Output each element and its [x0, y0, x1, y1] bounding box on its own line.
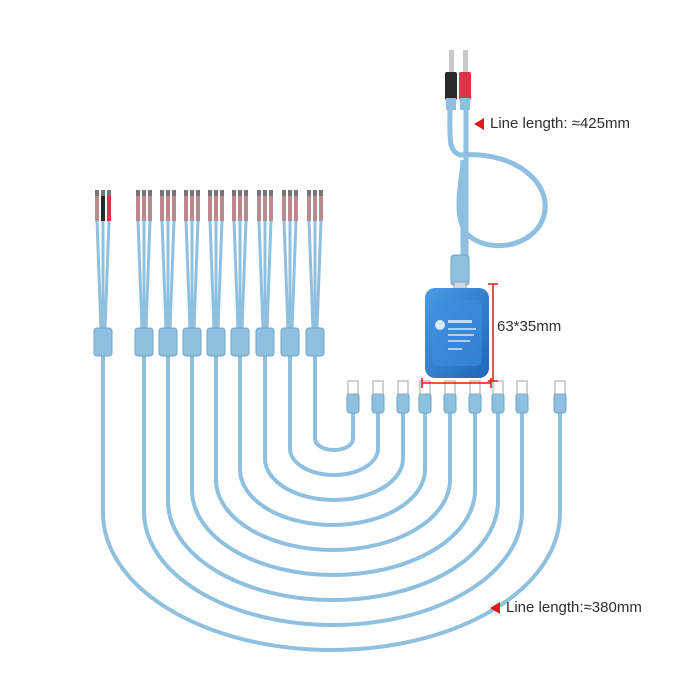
- red-arrow-icon: [474, 117, 484, 130]
- usb-plug-icon: [515, 380, 529, 414]
- red-arrow-icon: [490, 601, 500, 614]
- usb-plug-icon: [418, 380, 432, 414]
- top-length-label: Line length: ≈425mm: [490, 115, 630, 132]
- cable-loops: [101, 353, 562, 652]
- wire-bundle: [93, 190, 113, 357]
- black-banana-plug-icon: [445, 50, 457, 110]
- top-length-callout: Line length: ≈425mm: [474, 115, 630, 132]
- usb-plug-icon: [371, 380, 385, 414]
- usb-plugs: [346, 380, 567, 414]
- wire-bundle: [305, 190, 325, 357]
- cable-bundles: [93, 190, 325, 357]
- wire-bundle: [230, 190, 250, 357]
- wire-bundle: [280, 190, 300, 357]
- wire-bundle: [206, 190, 226, 357]
- usb-plug-icon: [396, 380, 410, 414]
- wire-bundle: [182, 190, 202, 357]
- wire-bundle: [134, 190, 154, 357]
- bottom-length-label: Line length:≈380mm: [506, 599, 642, 616]
- usb-plug-icon: [443, 380, 457, 414]
- bottom-length-callout: Line length:≈380mm: [490, 599, 642, 616]
- usb-plug-icon: [468, 380, 482, 414]
- wire-bundle: [158, 190, 178, 357]
- usb-plug-icon: [491, 380, 505, 414]
- wire-bundle: [255, 190, 275, 357]
- control-box: [425, 288, 489, 378]
- dimension-marker: [421, 283, 498, 388]
- power-lead: [445, 50, 548, 291]
- box-size-label: 63*35mm: [497, 318, 562, 335]
- usb-plug-icon: [553, 380, 567, 414]
- red-banana-plug-icon: [459, 50, 471, 110]
- usb-plug-icon: [346, 380, 360, 414]
